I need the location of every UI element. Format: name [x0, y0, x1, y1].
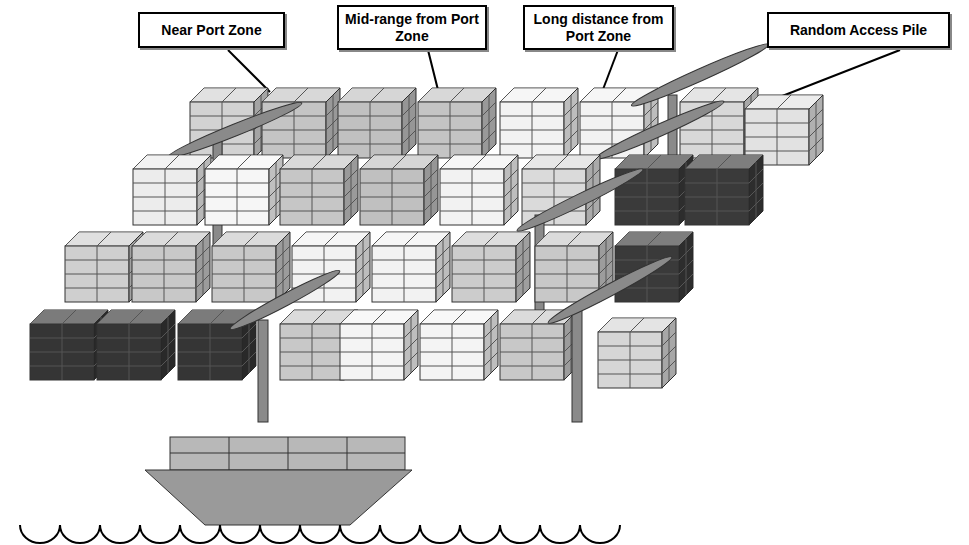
zone-label-box: Long distance from Port Zone	[523, 5, 674, 50]
zone-label: Long distance from Port Zone	[531, 11, 666, 43]
container-row	[133, 155, 763, 225]
crane	[166, 39, 771, 260]
zone-label: Near Port Zone	[161, 22, 261, 38]
waves	[20, 525, 620, 543]
container-row	[190, 88, 823, 165]
crane	[227, 252, 674, 422]
zone-label: Random Access Pile	[790, 22, 927, 38]
ship	[145, 437, 412, 525]
zone-label-box: Near Port Zone	[138, 12, 285, 48]
zone-label-box: Mid-range from Port Zone	[337, 5, 487, 50]
zone-label: Mid-range from Port Zone	[345, 11, 479, 43]
zone-label-box: Random Access Pile	[767, 12, 950, 48]
